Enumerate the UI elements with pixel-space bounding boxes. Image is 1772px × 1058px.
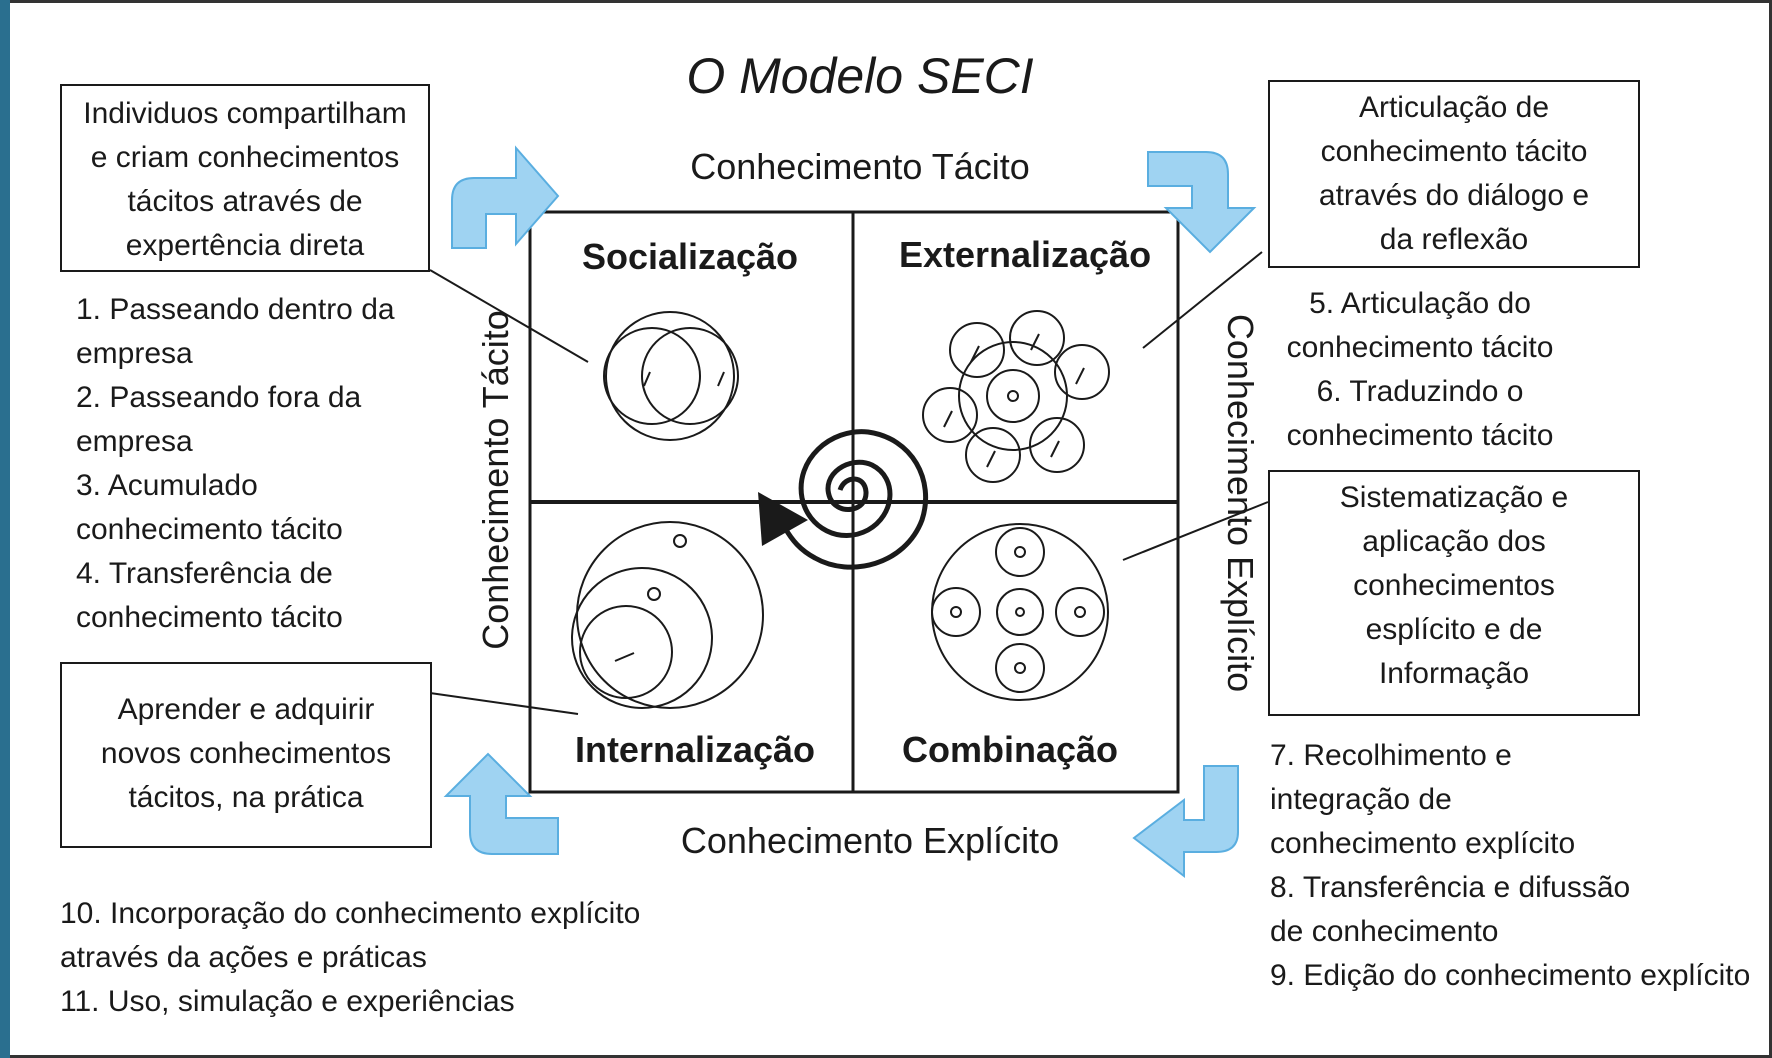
internalization-icon [571,521,764,709]
list-externalization: 5. Articulação do conhecimento tácito 6.… [1270,282,1570,458]
axis-label-top: Conhecimento Tácito [690,146,1030,187]
box-line: conhecimento tácito [1320,135,1588,168]
list-item: integração de [1270,783,1452,816]
box-line: tácitos através de [127,185,363,218]
list-item: de conhecimento [1270,915,1499,948]
list-internalization: 10. Incorporação do conhecimento explíci… [60,892,640,1024]
box-line: Aprender e adquirir [117,693,375,726]
list-combination: 7. Recolhimento e integração de conhecim… [1270,734,1750,998]
list-item: 1. Passeando dentro da [76,293,395,326]
axis-label-bottom: Conhecimento Explícito [680,820,1060,861]
quadrant-label-externalization: Externalização [898,234,1152,275]
connector-internalization [429,692,579,715]
list-item: 6. Traduzindo o [1316,375,1524,408]
list-item: conhecimento tácito [76,601,343,634]
box-line: aplicação dos [1362,525,1546,558]
cycle-arrow-bottom-left [443,752,559,855]
box-line: da reflexão [1379,223,1529,256]
list-item: através da ações e práticas [60,941,427,974]
list-item: 10. Incorporação do conhecimento explíci… [60,897,641,930]
box-line: Sistematização e [1339,481,1569,514]
box-line: esplícito e de [1365,613,1543,646]
list-item: conhecimento tácito [1286,331,1554,364]
knowledge-spiral [782,429,929,570]
axis-label-right: Conhecimento Explícito [1220,313,1261,693]
box-internalization: Aprender e adquirir novos conhecimentos … [60,662,432,848]
list-item: conhecimento tácito [1286,419,1554,452]
connector-combination [1122,501,1269,561]
list-item: 5. Articulação do [1309,287,1531,320]
list-item: 3. Acumulado [76,469,258,502]
cycle-arrow-bottom-right [1132,765,1239,879]
box-combination-text: Sistematização e aplicação dos conhecime… [1270,476,1638,696]
connector-externalization [1142,251,1263,349]
left-accent-border [0,0,10,1058]
box-line: Individuos compartilham [83,97,407,130]
list-item: conhecimento explícito [1270,827,1576,860]
list-item: empresa [76,425,193,458]
box-line: Informação [1378,657,1530,690]
cycle-arrow-top-left [451,145,560,249]
quadrant-label-socialization: Socialização [581,236,799,277]
quadrant-label-combination: Combinação [901,729,1119,770]
box-externalization-text: Articulação de conhecimento tácito atrav… [1270,86,1638,262]
cycle-arrow-top-right [1147,151,1257,254]
box-line: tácitos, na prática [128,781,364,814]
connector-socialization [429,269,589,363]
box-line: conhecimentos [1353,569,1555,602]
quadrant-label-internalization: Internalização [574,729,816,770]
box-internalization-text: Aprender e adquirir novos conhecimentos … [62,688,430,820]
socialization-icon [603,311,739,441]
list-socialization: 1. Passeando dentro da empresa 2. Passea… [76,288,395,640]
spiral-arrowhead [758,492,808,546]
list-item: 2. Passeando fora da [76,381,362,414]
list-item: 7. Recolhimento e [1270,739,1512,772]
axis-label-left: Conhecimento Tácito [475,310,516,650]
box-socialization: Individuos compartilham e criam conhecim… [60,84,430,272]
list-item: conhecimento tácito [76,513,343,546]
diagram-title: O Modelo SECI [686,48,1034,104]
box-line: novos conhecimentos [100,737,392,770]
box-line: Articulação de [1358,91,1550,124]
box-externalization: Articulação de conhecimento tácito atrav… [1268,80,1640,268]
list-item: empresa [76,337,193,370]
list-item: 9. Edição do conhecimento explícito [1270,959,1751,992]
externalization-icon [922,310,1110,483]
box-combination: Sistematização e aplicação dos conhecime… [1268,470,1640,716]
box-line: através do diálogo e [1318,179,1590,212]
box-line: e criam conhecimentos [90,141,400,174]
box-socialization-text: Individuos compartilham e criam conhecim… [62,92,428,268]
combination-icon [931,523,1109,701]
list-item: 4. Transferência de [76,557,333,590]
box-line: expertência direta [125,229,365,262]
list-item: 8. Transferência e difussão [1270,871,1631,904]
list-item: 11. Uso, simulação e experiências [60,985,515,1018]
